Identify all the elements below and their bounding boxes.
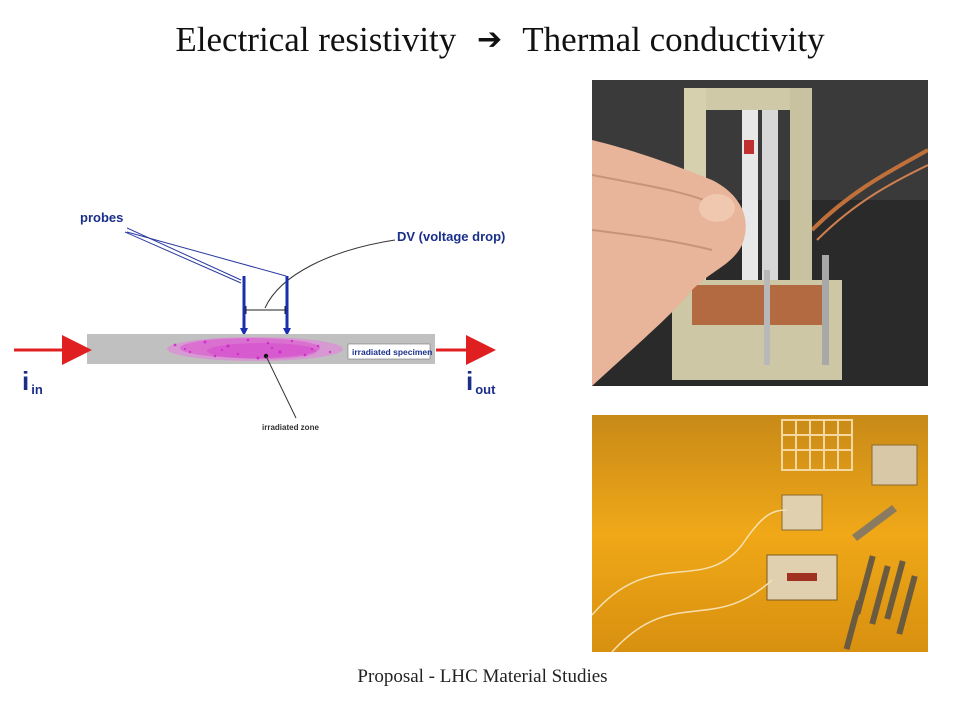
- dv-label: DV (voltage drop): [397, 229, 505, 244]
- i-in-main: i: [22, 366, 29, 396]
- probe-leader-2: [126, 231, 287, 277]
- specimen-label: irradiated specimen: [352, 347, 432, 357]
- i-out-sub: out: [475, 382, 496, 397]
- arrow-right-icon: ➔: [477, 22, 503, 57]
- dv-leader: [264, 239, 396, 309]
- i-out-main: i: [466, 366, 473, 396]
- slide-footer: Proposal - LHC Material Studies: [357, 666, 608, 687]
- probes-label: probes: [80, 210, 123, 225]
- slide-title: Electrical resistivity ➔ Thermal conduct…: [0, 20, 960, 60]
- probe-leader-1: [126, 227, 242, 281]
- irradiated-zone: [167, 337, 343, 361]
- zone-label: irradiated zone: [262, 423, 319, 432]
- title-left: Electrical resistivity: [175, 20, 457, 59]
- probe-left-tip: [240, 328, 248, 336]
- photo-specimen-holders: [592, 415, 928, 652]
- title-right: Thermal conductivity: [522, 20, 825, 59]
- probe-right-tip: [283, 328, 291, 336]
- zone-leader: [265, 355, 297, 419]
- photo-probe-fixture: [592, 80, 928, 386]
- resistivity-diagram: probes DV (voltage drop) irradiated spec…: [14, 210, 505, 432]
- probe-leader-3: [124, 231, 242, 284]
- specimen-label-box: [347, 343, 431, 360]
- i-in-sub: in: [31, 382, 43, 397]
